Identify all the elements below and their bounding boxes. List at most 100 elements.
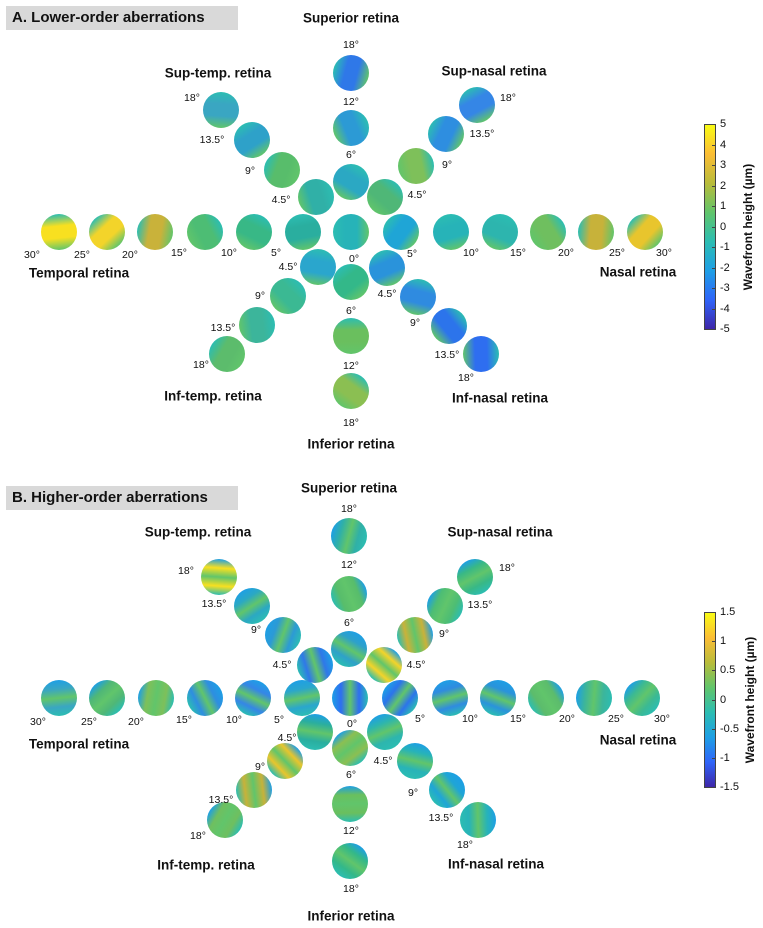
colorbar-tick-mark — [712, 641, 716, 643]
colorbar-tick-label: 0.5 — [720, 664, 736, 677]
ecc-temporal-15: 15° — [176, 714, 192, 726]
label-inf-nasal: Inf-nasal retina — [447, 856, 545, 872]
colorbar-tick-mark — [712, 247, 716, 248]
colorbar-tick-mark — [712, 329, 716, 330]
wavefront-map — [530, 214, 566, 250]
ecc-st-13.5: 13.5° — [201, 598, 227, 610]
ecc-temporal-5: 5° — [273, 714, 285, 726]
label-inf-nasal: Inf-nasal retina — [451, 390, 549, 406]
colorbar-label: Wavefront height (µm) — [741, 163, 755, 291]
wavefront-map — [201, 559, 237, 595]
wavefront-map — [528, 680, 564, 716]
ecc-sn-18: 18° — [499, 562, 515, 574]
wavefront-map — [331, 631, 367, 667]
wavefront-map — [332, 730, 368, 766]
label-inf-temp: Inf-temp. retina — [157, 857, 255, 873]
wavefront-map — [627, 214, 663, 250]
ecc-in-18: 18° — [457, 839, 473, 851]
label-nasal: Nasal retina — [599, 732, 677, 748]
wavefront-map — [265, 617, 301, 653]
ecc-nasal-25: 25° — [609, 247, 625, 259]
ecc-nasal-20: 20° — [558, 247, 574, 259]
wavefront-map — [331, 518, 367, 554]
wavefront-map — [89, 680, 125, 716]
ecc-temporal-25: 25° — [74, 249, 90, 261]
colorbar-tick-mark — [712, 612, 716, 613]
colorbar-tick-label: -1.5 — [720, 781, 739, 793]
wavefront-map — [41, 214, 77, 250]
wavefront-map — [459, 87, 495, 123]
label-superior: Superior retina — [300, 480, 398, 496]
wavefront-map — [209, 336, 245, 372]
ecc-sn-4.5: 4.5° — [407, 189, 427, 201]
wavefront-map — [367, 714, 403, 750]
ecc-sn-9: 9° — [438, 628, 450, 640]
ecc-inf-12: 12° — [343, 825, 359, 837]
ecc-temporal-5: 5° — [270, 247, 282, 259]
label-inferior: Inferior retina — [307, 908, 395, 924]
ecc-st-13.5: 13.5° — [199, 134, 225, 146]
panel-title: A. Lower-order aberrations — [6, 6, 238, 30]
wavefront-map — [236, 772, 272, 808]
ecc-it-4.5: 4.5° — [277, 732, 297, 744]
wavefront-map — [284, 680, 320, 716]
wavefront-map — [187, 214, 223, 250]
ecc-it-4.5: 4.5° — [278, 261, 298, 273]
ecc-nasal-5: 5° — [414, 713, 426, 725]
colorbar-tick-label: -3 — [720, 282, 730, 294]
ecc-sup-18: 18° — [343, 39, 359, 51]
ecc-in-18: 18° — [458, 372, 474, 384]
colorbar-tick-label: -0.5 — [720, 722, 739, 735]
wavefront-map — [429, 772, 465, 808]
colorbar-tick-mark — [712, 165, 716, 166]
label-temporal: Temporal retina — [28, 265, 130, 281]
colorbar-tick-label: -2 — [720, 261, 730, 274]
wavefront-map — [366, 647, 402, 683]
ecc-it-18: 18° — [193, 359, 209, 371]
wavefront-map — [235, 680, 271, 716]
wavefront-map — [333, 55, 369, 91]
wavefront-map — [300, 249, 336, 285]
colorbar-tick-mark — [712, 185, 716, 187]
panel-lower-order: A. Lower-order aberrations Superior reti… — [0, 0, 763, 462]
colorbar-tick-label: 3 — [720, 159, 727, 171]
ecc-sn-13.5: 13.5° — [469, 128, 495, 140]
colorbar-tick-label: 4 — [720, 138, 727, 151]
wavefront-map — [207, 802, 243, 838]
colorbar-tick-label: -1 — [720, 241, 730, 253]
ecc-nasal-5: 5° — [406, 248, 418, 260]
wavefront-map — [480, 680, 516, 716]
wavefront-map — [333, 214, 369, 250]
wavefront-map — [463, 336, 499, 372]
colorbar-tick-mark — [712, 670, 716, 672]
ecc-inf-6: 6° — [345, 305, 357, 317]
ecc-temporal-20: 20° — [122, 249, 138, 261]
ecc-nasal-30: 30° — [654, 713, 670, 725]
colorbar-tick-label: 1.5 — [720, 606, 736, 618]
ecc-nasal-15: 15° — [510, 713, 526, 725]
colorbar-tick-label: 5 — [720, 118, 727, 130]
wavefront-map — [234, 588, 270, 624]
wavefront-map — [297, 714, 333, 750]
label-sup-temp: Sup-temp. retina — [144, 524, 252, 540]
colorbar-tick-label: 0 — [720, 220, 727, 233]
wavefront-map — [397, 617, 433, 653]
label-sup-nasal: Sup-nasal retina — [447, 524, 553, 540]
colorbar-tick-mark — [712, 308, 716, 310]
ecc-sup-6: 6° — [345, 149, 357, 161]
ecc-st-18: 18° — [178, 565, 194, 577]
wavefront-map — [457, 559, 493, 595]
wavefront-map — [432, 680, 468, 716]
wavefront-map — [400, 279, 436, 315]
colorbar-tick-mark — [712, 757, 716, 759]
colorbar-tick-label: -4 — [720, 302, 730, 315]
colorbar-tick-mark — [712, 728, 716, 730]
ecc-nasal-25: 25° — [608, 713, 624, 725]
colorbar-tick-mark — [712, 699, 716, 701]
wavefront-map — [624, 680, 660, 716]
ecc-sup-18: 18° — [341, 503, 357, 515]
wavefront-map — [333, 164, 369, 200]
ecc-it-13.5: 13.5° — [208, 794, 234, 806]
